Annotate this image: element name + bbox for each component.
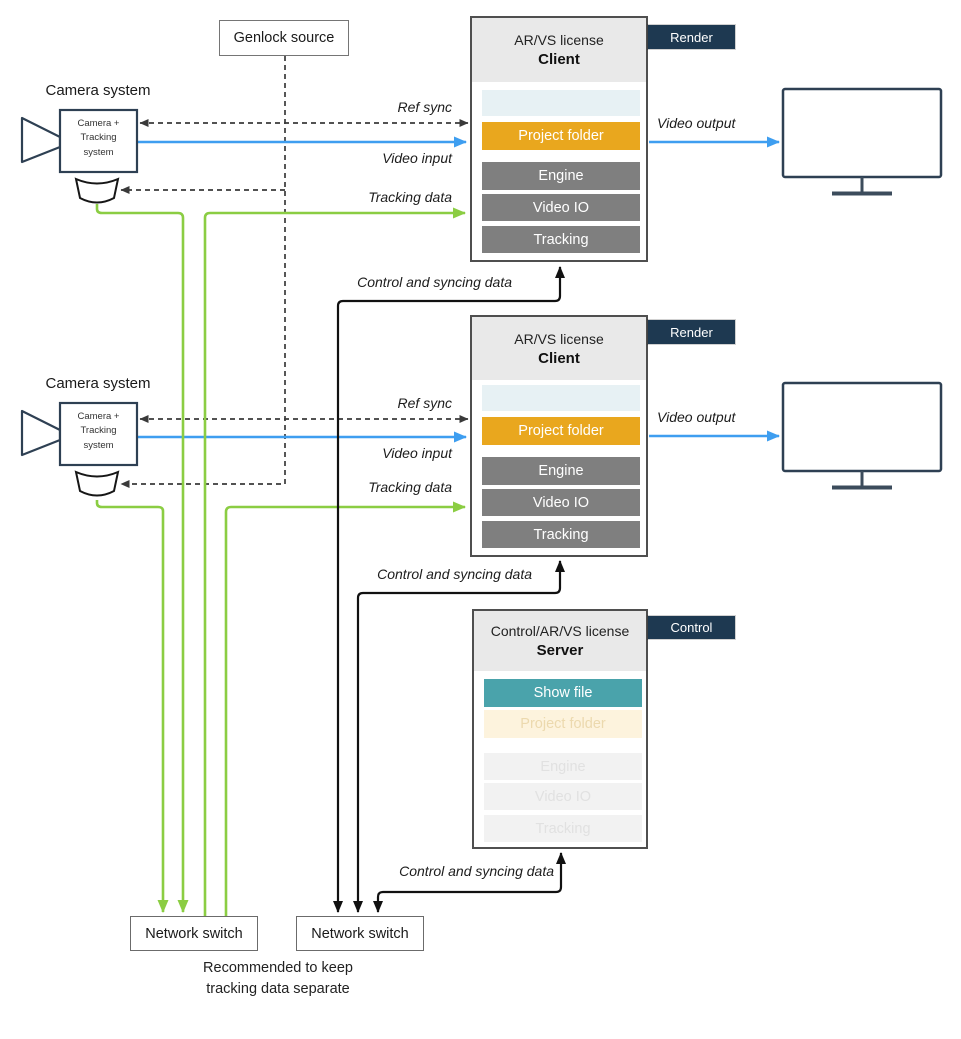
client-2-video-io: Video IO bbox=[482, 489, 640, 516]
tracking-switch-to-client1 bbox=[203, 207, 466, 916]
control-sync-label-3: Control and syncing data bbox=[399, 863, 554, 879]
client-1-video-io: Video IO bbox=[482, 194, 640, 221]
control-sync-label-2: Control and syncing data bbox=[377, 566, 532, 582]
server-video-io: Video IO bbox=[484, 783, 642, 810]
client-2-header: AR/VS license Client bbox=[472, 317, 646, 380]
control-line-client2 bbox=[353, 560, 565, 913]
client-1-engine: Engine bbox=[482, 162, 640, 190]
camera-body-2 bbox=[58, 401, 139, 467]
server-control-tag: Control bbox=[648, 616, 735, 639]
server-engine: Engine bbox=[484, 753, 642, 780]
ref-sync-label-1: Ref sync bbox=[397, 99, 452, 115]
video-input-label-1: Video input bbox=[382, 150, 452, 166]
control-sync-label-1: Control and syncing data bbox=[357, 274, 512, 290]
client-2-engine: Engine bbox=[482, 457, 640, 485]
camera-1-line1: Camera + bbox=[77, 118, 120, 129]
camera-lens-2 bbox=[20, 409, 62, 457]
server-box: Control/AR/VS license Server Show file P… bbox=[472, 609, 648, 849]
camera-lens-1 bbox=[20, 116, 62, 164]
genlock-source-label: Genlock source bbox=[233, 30, 335, 46]
server-license: Control/AR/VS license bbox=[490, 623, 630, 639]
tracking-data-label-1: Tracking data bbox=[368, 189, 452, 205]
camera-2-line1: Camera + bbox=[77, 411, 120, 422]
tracking-note: Recommended to keep tracking data separa… bbox=[168, 958, 388, 1000]
camera-system-2-text: Camera + Tracking system bbox=[60, 410, 137, 453]
server-tracking: Tracking bbox=[484, 815, 642, 842]
tracking-note-line1: Recommended to keep bbox=[203, 960, 353, 976]
video-output-label-2: Video output bbox=[657, 409, 736, 425]
camera-2-line2: Tracking bbox=[80, 425, 117, 437]
tracking-sensor-icon-1 bbox=[74, 177, 120, 204]
genlock-drop-line bbox=[120, 56, 286, 488]
server-show-file: Show file bbox=[484, 679, 642, 707]
camera-1-line3: system bbox=[83, 146, 114, 158]
camera-body-1 bbox=[58, 108, 139, 174]
client-2-render-tag: Render bbox=[648, 320, 735, 344]
network-switch-2-label: Network switch bbox=[311, 925, 409, 942]
tracking-lines bbox=[95, 204, 466, 916]
client-2-box: AR/VS license Client Project folder Engi… bbox=[470, 315, 648, 557]
tracking-note-line2: tracking data separate bbox=[206, 981, 350, 997]
monitor-icon-2 bbox=[781, 381, 943, 490]
tracking-cam1-to-switch bbox=[95, 204, 189, 913]
client-1-render-tag: Render bbox=[648, 25, 735, 49]
camera-system-2-title: Camera system bbox=[45, 375, 151, 392]
client-2-project-folder: Project folder bbox=[482, 417, 640, 445]
network-switch-1-box: Network switch bbox=[130, 916, 258, 951]
control-line-server bbox=[373, 852, 566, 913]
tracking-switch-to-client2 bbox=[224, 501, 466, 916]
camera-system-1-text: Camera + Tracking system bbox=[60, 117, 137, 160]
tracking-sensor-icon-2 bbox=[74, 470, 120, 497]
server-header: Control/AR/VS license Server bbox=[474, 611, 646, 671]
client-1-tracking: Tracking bbox=[482, 226, 640, 253]
network-switch-1-label: Network switch bbox=[145, 925, 243, 942]
client-1-license: AR/VS license bbox=[514, 32, 604, 48]
client-1-showfile-slot bbox=[482, 90, 640, 116]
client-1-box: AR/VS license Client Project folder Engi… bbox=[470, 16, 648, 262]
server-project-folder: Project folder bbox=[484, 710, 642, 738]
camera-icon-1 bbox=[20, 108, 139, 204]
video-output-label-1: Video output bbox=[657, 115, 736, 131]
ref-sync-label-2: Ref sync bbox=[397, 395, 452, 411]
camera-2-line3: system bbox=[83, 439, 114, 451]
control-lines bbox=[333, 266, 566, 913]
network-switch-2-box: Network switch bbox=[296, 916, 424, 951]
server-role: Server bbox=[536, 642, 584, 659]
tracking-data-label-2: Tracking data bbox=[368, 479, 452, 495]
monitor-icon-1 bbox=[781, 87, 943, 196]
camera-system-1-title: Camera system bbox=[45, 82, 151, 99]
genlock-source-box: Genlock source bbox=[219, 20, 349, 56]
client-1-project-folder: Project folder bbox=[482, 122, 640, 150]
client-1-role: Client bbox=[538, 51, 580, 68]
client-2-showfile-slot bbox=[482, 385, 640, 411]
client-2-role: Client bbox=[538, 349, 580, 367]
video-input-label-2: Video input bbox=[382, 445, 452, 461]
camera-icon-2 bbox=[20, 401, 139, 497]
camera-1-line2: Tracking bbox=[80, 132, 117, 144]
client-2-tracking: Tracking bbox=[482, 521, 640, 548]
client-2-license: AR/VS license bbox=[514, 330, 604, 347]
tracking-cam2-to-switch bbox=[95, 500, 169, 913]
genlock-sync-lines bbox=[120, 56, 469, 488]
control-line-client1 bbox=[333, 266, 565, 913]
client-1-header: AR/VS license Client bbox=[472, 18, 646, 82]
